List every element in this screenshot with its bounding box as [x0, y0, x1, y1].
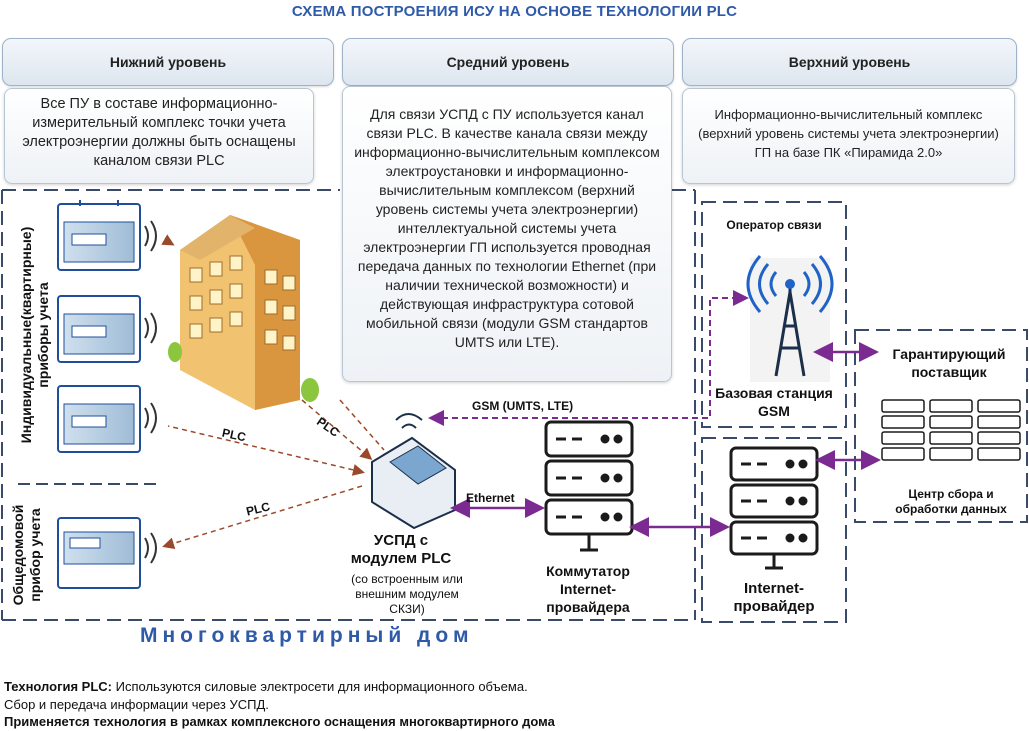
meter-signal-icons — [144, 220, 157, 564]
level-upper-label: Верхний уровень — [788, 54, 911, 70]
level-middle-label: Средний уровень — [446, 54, 570, 70]
house-caption: Многоквартирный дом — [140, 624, 474, 647]
provider-label: Internet-провайдер — [733, 580, 815, 615]
level-lower-label: Нижний уровень — [109, 54, 227, 70]
level-upper-description: Информационно-вычислительный комплекс (в… — [682, 88, 1015, 184]
uspd-icon — [371, 413, 456, 530]
uspd-note: (со встроенным или внешним модулем СКЗИ) — [351, 572, 463, 616]
provider-box — [701, 437, 847, 623]
operator-label: Оператор связи — [726, 218, 822, 232]
operator-box — [701, 201, 847, 428]
level-upper-header: Верхний уровень — [682, 38, 1017, 86]
meter-2 — [57, 295, 141, 363]
plc-links — [161, 234, 385, 550]
gsm-link — [428, 290, 749, 426]
switch-label: Коммутатор Internet-провайдера — [546, 563, 630, 615]
datacenter-icon — [881, 399, 1021, 461]
diagram-title: СХЕМА ПОСТРОЕНИЯ ИСУ НА ОСНОВЕ ТЕХНОЛОГИ… — [291, 3, 738, 20]
gsm-tower-icon — [746, 255, 834, 382]
gsm-label: GSM (UMTS, LTE) — [472, 399, 574, 413]
individual-meters-label: Индивидуальные(квартирные) приборы учета — [18, 226, 51, 444]
meter-3 — [57, 385, 141, 453]
level-lower-header: Нижний уровень — [2, 38, 334, 86]
building-icon — [168, 215, 319, 410]
level-middle-description: Для связи УСПД с ПУ используется канал с… — [342, 86, 672, 382]
uspd-title: УСПД с модулем PLC — [350, 532, 452, 567]
footer-line-1: Технология PLC: Используются силовые эле… — [4, 679, 528, 694]
footer-line-2: Сбор и передача информации через УСПД. — [4, 697, 269, 712]
base-station-label: Базовая станция GSM — [715, 385, 833, 419]
ethernet-label: Ethernet — [466, 491, 515, 505]
switch-server-icon — [544, 420, 634, 552]
common-meter-label: Общедомовой прибор учета — [10, 504, 43, 606]
provider-server-icon — [729, 446, 819, 570]
meter-1 — [57, 200, 141, 271]
datacenter-label: Центр сбора и обработки данных — [895, 487, 1007, 516]
supplier-label: Гарантирующий поставщик — [892, 346, 1006, 380]
footer-line-3: Применяется технология в рамках комплекс… — [4, 714, 555, 729]
footer-plc-text: Используются силовые электросети для инф… — [112, 679, 528, 694]
meter-common — [57, 517, 141, 589]
level-lower-description: Все ПУ в составе информационно-измерител… — [4, 88, 314, 184]
level-middle-header: Средний уровень — [342, 38, 674, 86]
footer-plc-term: Технология PLC: — [4, 679, 113, 694]
supplier-box — [854, 329, 1028, 523]
